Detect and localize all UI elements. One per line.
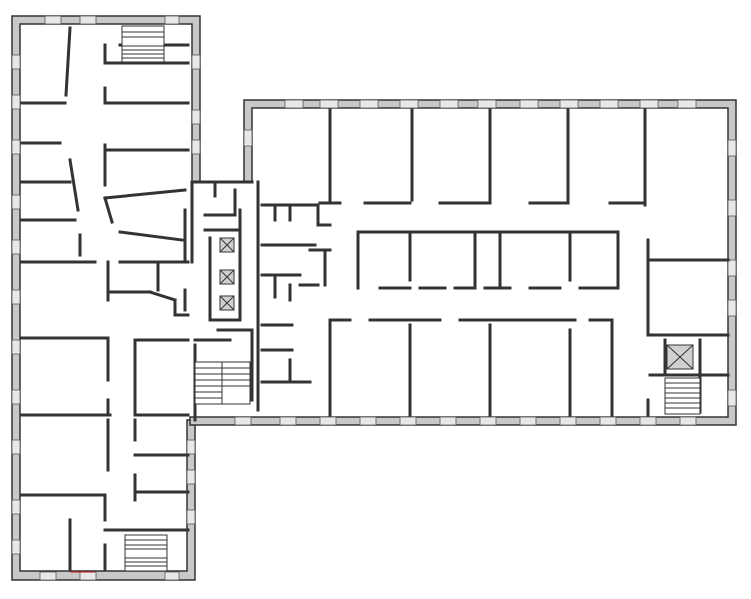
interior-walls	[20, 26, 730, 572]
elevator-icon	[219, 237, 694, 370]
stairs-icon	[121, 25, 701, 572]
windows	[11, 15, 737, 581]
